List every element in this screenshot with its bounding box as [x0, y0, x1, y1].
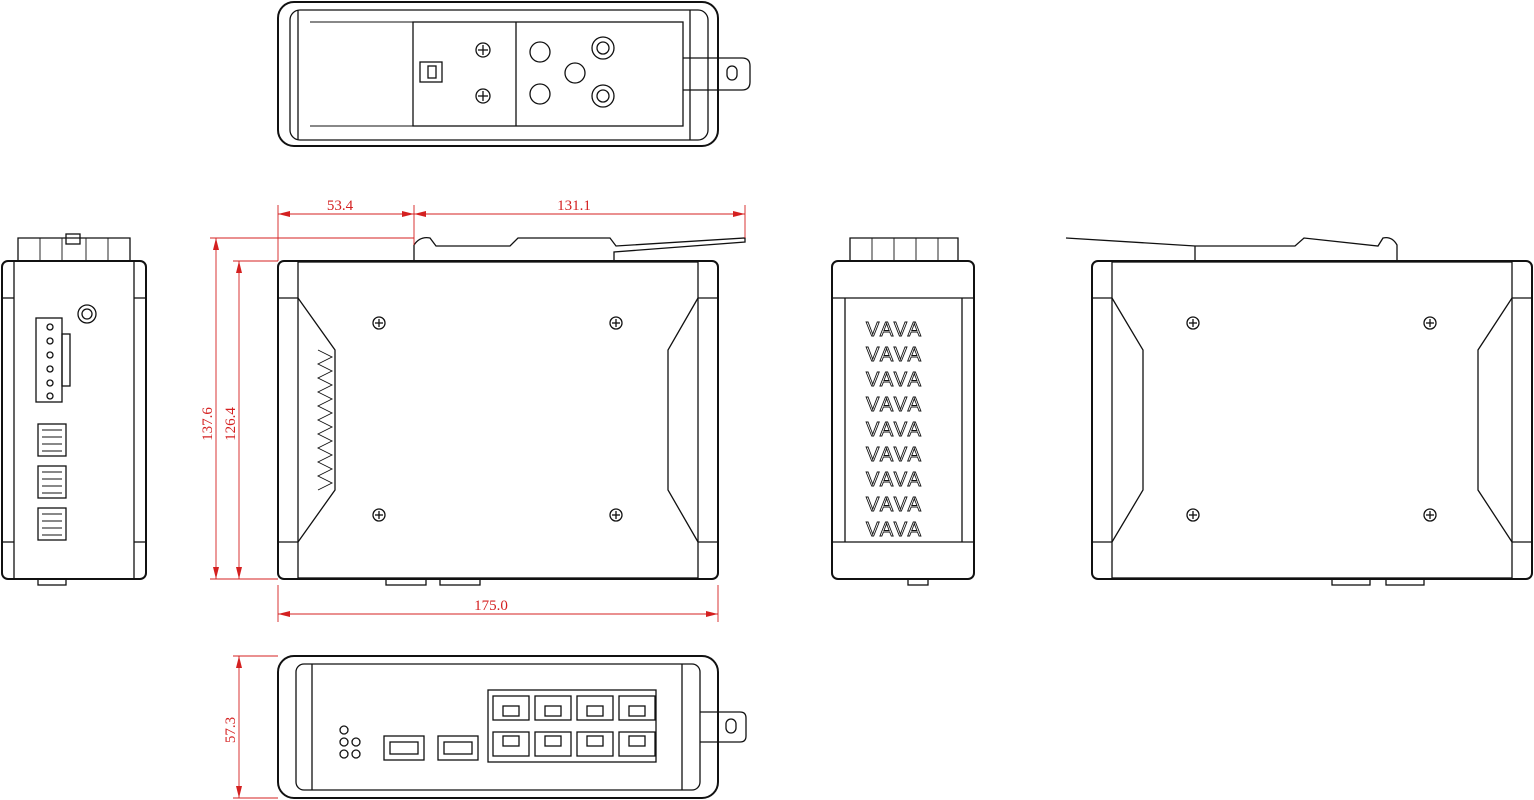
screw-icon [1186, 316, 1200, 330]
dimension-top: 53.4 131.1 [277, 198, 746, 261]
dim-body-height: 126.4 [223, 407, 239, 441]
led-indicators [339, 725, 361, 759]
vent-row: VAVA [866, 369, 923, 391]
rj45-port [576, 695, 614, 721]
mounting-tab [683, 57, 751, 91]
vent-row: VAVA [866, 469, 923, 491]
rj45-port [534, 695, 572, 721]
screw-icon [475, 88, 491, 104]
ground-screw-icon [77, 304, 97, 324]
rear-view [1065, 237, 1533, 586]
vent-row: VAVA [866, 319, 923, 341]
sfp-port [437, 735, 479, 761]
top-view [277, 1, 751, 147]
dim-total-height: 137.6 [200, 407, 216, 441]
dim-depth: 57.3 [223, 717, 239, 743]
io-block [37, 423, 67, 457]
rj45-port [492, 731, 530, 757]
screw-icon [609, 316, 623, 330]
screw-icon [1423, 508, 1437, 522]
rj45-port [534, 731, 572, 757]
din-clip-plate [412, 21, 684, 127]
screw-icon [1186, 508, 1200, 522]
io-block [37, 507, 67, 541]
rj45-port [576, 731, 614, 757]
dim-rail-length: 131.1 [557, 198, 591, 214]
dim-rail-offset: 53.4 [327, 198, 354, 214]
vent-row: VAVA [866, 419, 923, 441]
vent-row: VAVA [866, 444, 923, 466]
left-side-view [1, 233, 147, 586]
vent-slots [316, 349, 334, 491]
dimension-height: 137.6 126.4 [200, 237, 414, 580]
back-side-view: VAVA VAVA VAVA VAVA VAVA VAVA VAVA VAVA … [831, 237, 975, 586]
vent-pattern: VAVA VAVA VAVA VAVA VAVA VAVA VAVA VAVA … [866, 319, 923, 542]
rj45-port [492, 695, 530, 721]
vent-row: VAVA [866, 344, 923, 366]
rj45-port [618, 731, 656, 757]
mounting-tab [700, 711, 747, 743]
io-block [37, 465, 67, 499]
screw-icon [609, 508, 623, 522]
vent-row: VAVA [866, 494, 923, 516]
rj45-port [618, 695, 656, 721]
front-view [277, 237, 746, 586]
screw-icon [372, 508, 386, 522]
din-rail-clip [413, 237, 746, 261]
power-terminal-block [35, 317, 71, 403]
screw-icon [475, 42, 491, 58]
sfp-port [383, 735, 425, 761]
bottom-view [277, 655, 747, 799]
dimension-depth: 57.3 [223, 655, 278, 799]
dim-total-width: 175.0 [474, 598, 508, 614]
screw-icon [1423, 316, 1437, 330]
screw-icon [372, 316, 386, 330]
dimension-width: 175.0 [277, 585, 719, 622]
vent-row: VAVA [866, 519, 923, 541]
vent-row: VAVA [866, 394, 923, 416]
